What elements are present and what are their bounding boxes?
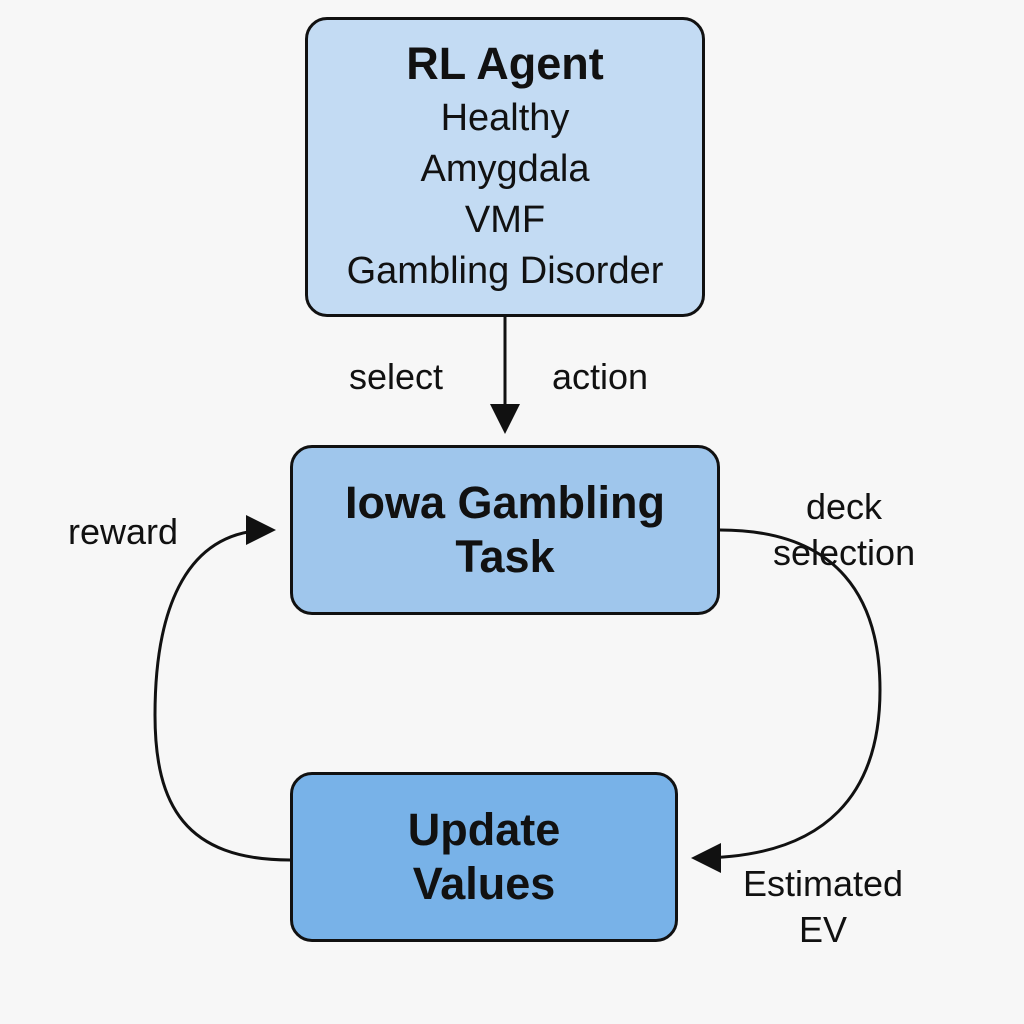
rl-agent-title: RL Agent <box>406 38 604 89</box>
agent-variant-item: Healthy <box>440 97 570 139</box>
iowa-gambling-task-box: Iowa Gambling Task <box>290 445 720 615</box>
update-values-box: Update Values <box>290 772 678 942</box>
update-title-line: Values <box>412 858 556 909</box>
deck-selection-line: selection <box>773 532 916 573</box>
reward-label: reward <box>68 511 179 552</box>
arrow-update-to-task <box>153 515 291 862</box>
agent-variant-list: Healthy Amygdala VMF Gambling Disorder <box>347 93 664 297</box>
deck-selection-label: deck selection <box>773 484 915 576</box>
select-label: select <box>349 356 444 397</box>
task-title-line: Task <box>455 531 555 582</box>
estimated-ev-line: EV <box>799 909 848 950</box>
action-label: action <box>552 356 649 397</box>
agent-variant-item: Amygdala <box>420 148 590 190</box>
agent-variant-item: Gambling Disorder <box>346 250 664 292</box>
update-title-line: Update <box>407 804 561 855</box>
estimated-ev-line: Estimated <box>743 863 904 904</box>
task-title-line: Iowa Gambling <box>344 477 666 528</box>
estimated-ev-label: Estimated EV <box>743 861 903 953</box>
rl-agent-box: RL Agent Healthy Amygdala VMF Gambling D… <box>305 17 705 317</box>
agent-variant-item: VMF <box>464 199 546 241</box>
arrow-task-to-update <box>691 528 882 873</box>
deck-selection-line: deck <box>806 486 883 527</box>
